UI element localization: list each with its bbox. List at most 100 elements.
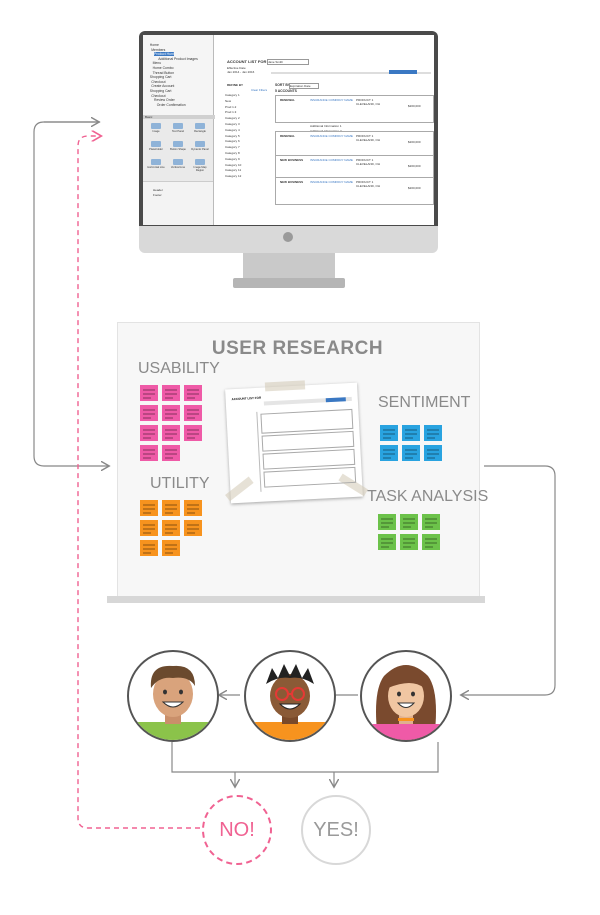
sitemap-item[interactable]: Order Confirmation (156, 102, 186, 107)
filter-category[interactable]: Category 3 (225, 122, 240, 126)
task-analysis-sticky-note (378, 514, 396, 530)
widget-label: Dynamic Panel (191, 148, 209, 151)
sitemap-item[interactable]: Checkout (151, 93, 166, 98)
company-name: INSURANCE COMPANY NAME (310, 158, 353, 162)
usability-sticky-note (140, 385, 158, 401)
master-header[interactable]: Header (153, 188, 163, 192)
filter-category[interactable]: Category 9 (225, 156, 240, 161)
sitemap-item[interactable]: Thread Button (152, 70, 175, 75)
account-type: NEW BUSINESS (280, 158, 304, 162)
sitemap-item[interactable]: Create Account (151, 84, 175, 89)
utility-sticky-note (140, 500, 158, 516)
sentiment-label: SENTIMENT (378, 394, 471, 411)
widget-icon (151, 159, 161, 165)
sitemap-item[interactable]: Review Order (154, 98, 175, 103)
account-amount: $200,000 (408, 186, 421, 190)
filter-category[interactable]: Category 12 (225, 174, 242, 179)
product-name: PRODUCT 1 (356, 158, 374, 162)
widget-icon (151, 123, 161, 129)
widget-item[interactable]: Image (147, 123, 165, 137)
sentiment-sticky-note (380, 425, 398, 441)
widget-icon (195, 123, 205, 129)
sitemap-item[interactable]: Product Hunt (154, 52, 174, 57)
usability-sticky-note (184, 425, 202, 441)
widget-label: Text Panel (171, 130, 185, 133)
usability-sticky-note (162, 405, 180, 421)
widget-icon (173, 141, 183, 147)
filter-category[interactable]: New (225, 98, 232, 103)
widget-item[interactable]: Dynamic Panel (191, 141, 209, 155)
refine-by-label: REFINE BY (227, 83, 244, 87)
utility-sticky-note (140, 540, 158, 556)
master-footer[interactable]: Footer (153, 193, 162, 197)
widget-item[interactable]: Button Shape (169, 141, 187, 155)
account-list-title: ACCOUNT LIST FOR (227, 59, 267, 64)
account-location: CLEVELAND, OH (356, 102, 381, 106)
account-amount: $200,000 (408, 104, 421, 108)
effective-date-range: Jan 2014 - Jan 2016 (227, 70, 255, 74)
account-type: RENEWAL (280, 134, 295, 138)
filter-category[interactable]: Category 11 (225, 168, 242, 173)
sitemap-item[interactable]: Additional Product Images (158, 56, 198, 61)
utility-sticky-note (140, 520, 158, 536)
sitemap-item[interactable]: Shopping Cart (149, 89, 172, 93)
account-amount: $200,000 (408, 164, 421, 168)
filter-category[interactable]: Category 1 (225, 93, 240, 97)
additional-info: Additional Information 1 (310, 124, 342, 128)
widget-item[interactable]: Placeholder (147, 141, 165, 155)
sentiment-sticky-note (380, 445, 398, 461)
widget-item[interactable]: Rectangle (191, 123, 209, 137)
clear-filters-link[interactable]: Clear Filters (251, 88, 268, 92)
verdict-no: NO! (202, 795, 272, 865)
account-type: RENEWAL (280, 98, 295, 102)
usability-sticky-note (140, 405, 158, 421)
widget-item[interactable]: Text Panel (169, 123, 187, 137)
filter-category[interactable]: Category 7 (225, 145, 240, 150)
sitemap-item[interactable]: Home (149, 43, 159, 47)
sort-select[interactable]: Expiration Date (289, 83, 319, 89)
task-analysis-sticky-note (378, 534, 396, 550)
sitemap-item[interactable]: Checkout (151, 79, 166, 84)
user-avatar-woman (360, 650, 452, 742)
company-name: INSURANCE COMPANY NAME (310, 98, 353, 102)
task-analysis-sticky-note (400, 514, 418, 530)
usability-label: USABILITY (138, 360, 220, 377)
widget-label: Image (152, 130, 160, 133)
sitemap-item[interactable]: Home Combo (152, 66, 174, 70)
product-name: PRODUCT 1 (356, 180, 374, 184)
filter-category[interactable]: Category 5 (225, 133, 240, 138)
filter-category[interactable]: Category 4 (225, 127, 240, 132)
usability-sticky-note (184, 385, 202, 401)
product-name: PRODUCT 1 (356, 134, 374, 138)
user-avatar-glasses (244, 650, 336, 742)
sitemap-item[interactable]: Members (151, 47, 166, 52)
utility-sticky-note (184, 500, 202, 516)
filter-category[interactable]: Prod 1.2 (225, 104, 237, 109)
account-list-select[interactable]: Jane Smith (267, 59, 309, 65)
filter-category[interactable]: Category 8 (225, 151, 240, 155)
filter-category[interactable]: Category 10 (225, 162, 242, 167)
sitemap-item[interactable]: Shopping Cart (149, 75, 172, 80)
filter-category[interactable]: Prod 1.3 (225, 110, 237, 115)
date-range-slider[interactable] (271, 70, 431, 76)
filter-category[interactable]: Category 2 (225, 116, 240, 121)
widget-label: Placeholder (149, 148, 163, 151)
usability-sticky-note (162, 385, 180, 401)
board-title: USER RESEARCH (211, 338, 384, 359)
widget-item[interactable]: Vertical Line (169, 159, 187, 173)
widget-label: Rectangle (194, 130, 206, 133)
product-name: PRODUCT 1 (356, 98, 374, 102)
usability-sticky-note (140, 425, 158, 441)
widget-item[interactable]: Horizontal Line (147, 159, 165, 173)
sitemap-item[interactable]: Menu (152, 61, 162, 66)
task-analysis-sticky-note (400, 534, 418, 550)
widget-library-title: Basic (143, 115, 215, 119)
filter-category[interactable]: Category 6 (225, 139, 240, 144)
widget-item[interactable]: Image Map Region (191, 159, 209, 173)
utility-sticky-note (162, 520, 180, 536)
user-avatar-man (127, 650, 219, 742)
